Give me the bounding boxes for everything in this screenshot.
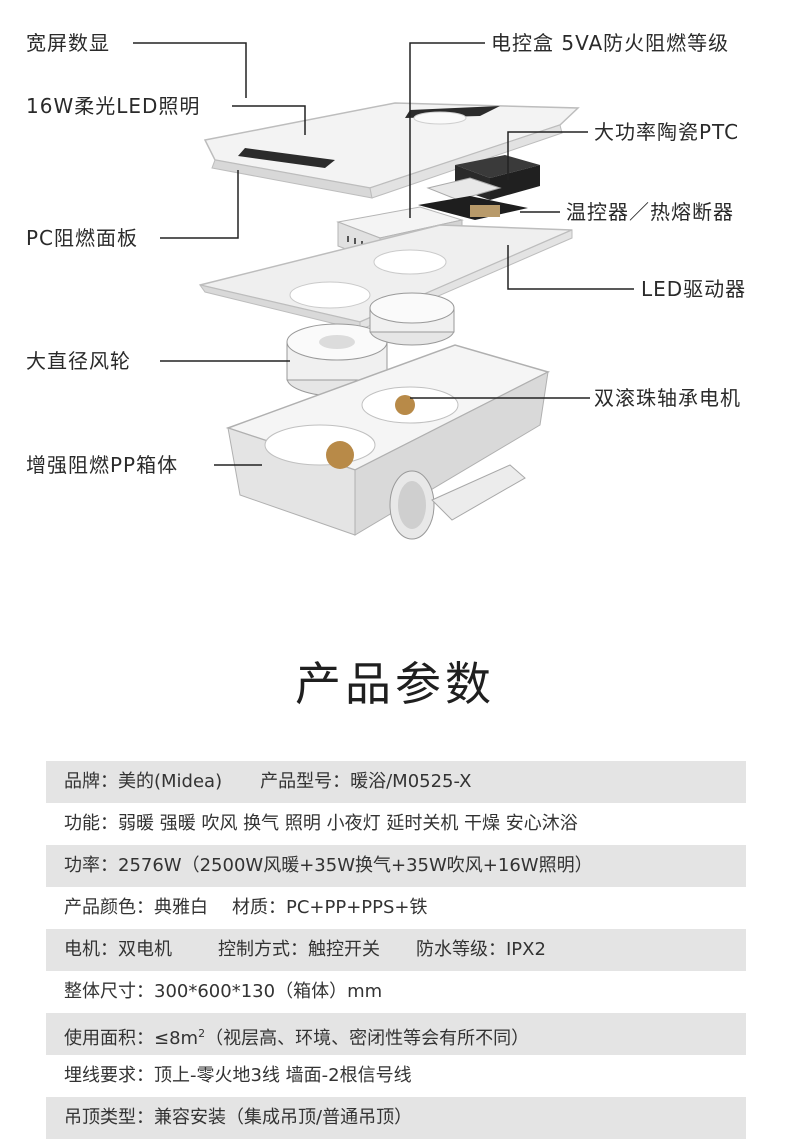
- exploded-diagram: [133, 42, 634, 540]
- label-pp-box: 增强阻燃PP箱体: [26, 453, 179, 477]
- params-row-size: 整体尺寸：300*600*130（箱体）mm: [46, 971, 746, 1013]
- label-wide-display: 宽屏数显: [26, 31, 110, 55]
- param-function: 功能：弱暖 强暖 吹风 换气 照明 小夜灯 延时关机 干燥 安心沐浴: [64, 813, 578, 834]
- param-area-sup: 2: [198, 1027, 206, 1040]
- label-led-light: 16W柔光LED照明: [26, 94, 201, 118]
- param-ceiling: 吊顶类型：兼容安装（集成吊顶/普通吊顶）: [64, 1107, 413, 1128]
- params-row-brand: 品牌：美的(Midea) 产品型号：暖浴/M0525-X: [46, 761, 746, 803]
- param-waterproof: 防水等级：IPX2: [416, 939, 546, 960]
- params-row-motor: 电机：双电机 控制方式：触控开关 防水等级：IPX2: [46, 929, 746, 971]
- param-color: 产品颜色：典雅白: [64, 897, 208, 918]
- params-row-ceiling: 吊顶类型：兼容安装（集成吊顶/普通吊顶）: [46, 1097, 746, 1139]
- fan-wheel-illustration: [286, 292, 455, 397]
- pp-housing-illustration: [225, 344, 551, 540]
- params-row-wiring: 埋线要求：顶上-零火地3线 墙面-2根信号线: [46, 1055, 746, 1097]
- params-table: 品牌：美的(Midea) 产品型号：暖浴/M0525-X 功能：弱暖 强暖 吹风 …: [46, 761, 746, 1139]
- section-title: 产品参数: [295, 657, 495, 711]
- param-material: 材质：PC+PP+PPS+铁: [232, 897, 428, 918]
- label-fan-wheel: 大直径风轮: [26, 349, 131, 373]
- param-model: 产品型号：暖浴/M0525-X: [260, 771, 472, 792]
- top-panel-illustration: [203, 102, 580, 199]
- params-row-color: 产品颜色：典雅白 材质：PC+PP+PPS+铁: [46, 887, 746, 929]
- label-ptc: 大功率陶瓷PTC: [594, 120, 740, 144]
- param-control: 控制方式：触控开关: [218, 939, 380, 960]
- param-brand: 品牌：美的(Midea): [64, 771, 223, 792]
- param-power: 功率：2576W（2500W风暖+35W换气+35W吹风+16W照明）: [64, 855, 593, 876]
- params-row-power: 功率：2576W（2500W风暖+35W换气+35W吹风+16W照明）: [46, 845, 746, 887]
- param-area-note: （视层高、环境、密闭性等会有所不同）: [205, 1028, 530, 1049]
- label-motor: 双滚珠轴承电机: [594, 386, 741, 410]
- param-wiring: 埋线要求：顶上-零火地3线 墙面-2根信号线: [64, 1065, 412, 1086]
- label-pc-panel: PC阻燃面板: [26, 226, 139, 250]
- ptc-heater-illustration: [418, 155, 540, 220]
- params-row-function: 功能：弱暖 强暖 吹风 换气 照明 小夜灯 延时关机 干燥 安心沐浴: [46, 803, 746, 845]
- leader-lines: [133, 42, 634, 466]
- label-led-driver: LED驱动器: [641, 277, 747, 301]
- params-row-area: 使用面积：≤8m2（视层高、环境、密闭性等会有所不同）: [46, 1013, 746, 1055]
- label-control-box: 电控盒 5VA防火阻燃等级: [491, 31, 730, 55]
- param-area: 使用面积：≤8m: [64, 1028, 199, 1049]
- param-motor: 电机：双电机: [64, 939, 172, 960]
- param-size: 整体尺寸：300*600*130（箱体）mm: [64, 981, 383, 1002]
- label-thermostat: 温控器／热熔断器: [566, 200, 734, 224]
